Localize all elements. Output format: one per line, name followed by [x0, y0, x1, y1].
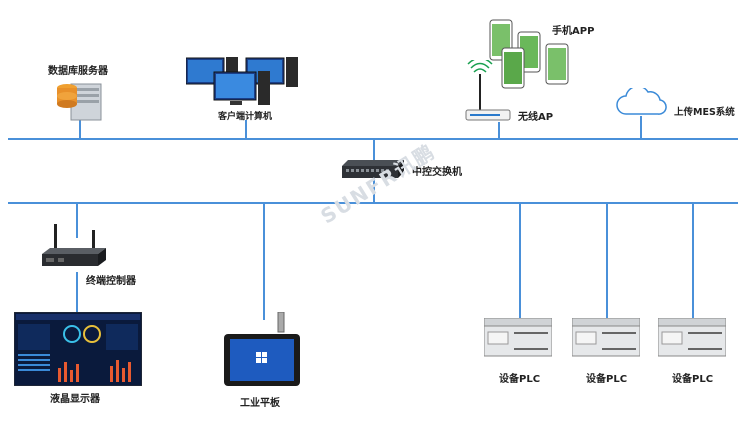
- mes-link: [640, 116, 642, 138]
- client-pc-label: 客户端计算机: [218, 112, 273, 122]
- mobile-phones-icon: [489, 19, 569, 89]
- plc-1-icon: [484, 318, 552, 357]
- controller-link: [76, 202, 78, 238]
- mobile-app-label: 手机APP: [552, 26, 595, 37]
- plc-3-link: [692, 202, 694, 320]
- terminal-controller-label: 终端控制器: [86, 276, 136, 287]
- terminal-controller-icon: [42, 224, 106, 266]
- tablet-link: [263, 202, 265, 320]
- db-server-label: 数据库服务器: [48, 66, 108, 77]
- plc-3-icon: [658, 318, 726, 357]
- client-computers-icon: [186, 57, 298, 105]
- switch-downlink: [373, 178, 375, 202]
- plc-3-label: 设备PLC: [672, 374, 714, 385]
- wireless-ap-link: [498, 122, 500, 138]
- lower-network-bus: [8, 202, 738, 204]
- plc-2-label: 设备PLC: [586, 374, 628, 385]
- wireless-ap-icon: [465, 60, 511, 121]
- mes-label: 上传MES系统: [674, 107, 735, 118]
- plc-1-label: 设备PLC: [499, 374, 541, 385]
- client-pc-link: [245, 120, 247, 138]
- switch-uplink: [373, 138, 375, 160]
- lcd-display-label: 液晶显示器: [50, 394, 100, 405]
- switch-label: 中控交换机: [412, 167, 462, 178]
- lcd-display-icon: [14, 312, 142, 386]
- cloud-icon: [616, 88, 667, 115]
- controller-display-link: [76, 272, 78, 312]
- industrial-tablet-label: 工业平板: [240, 398, 280, 409]
- wireless-ap-label: 无线AP: [518, 112, 554, 123]
- plc-2-icon: [572, 318, 640, 357]
- plc-2-link: [606, 202, 608, 320]
- watermark-logo: SUNFR讯鹏: [316, 139, 440, 229]
- db-server-link: [79, 118, 81, 138]
- industrial-tablet-icon: [224, 312, 300, 386]
- database-server-icon: [57, 83, 102, 121]
- plc-1-link: [519, 202, 521, 320]
- network-switch-icon: [342, 160, 404, 178]
